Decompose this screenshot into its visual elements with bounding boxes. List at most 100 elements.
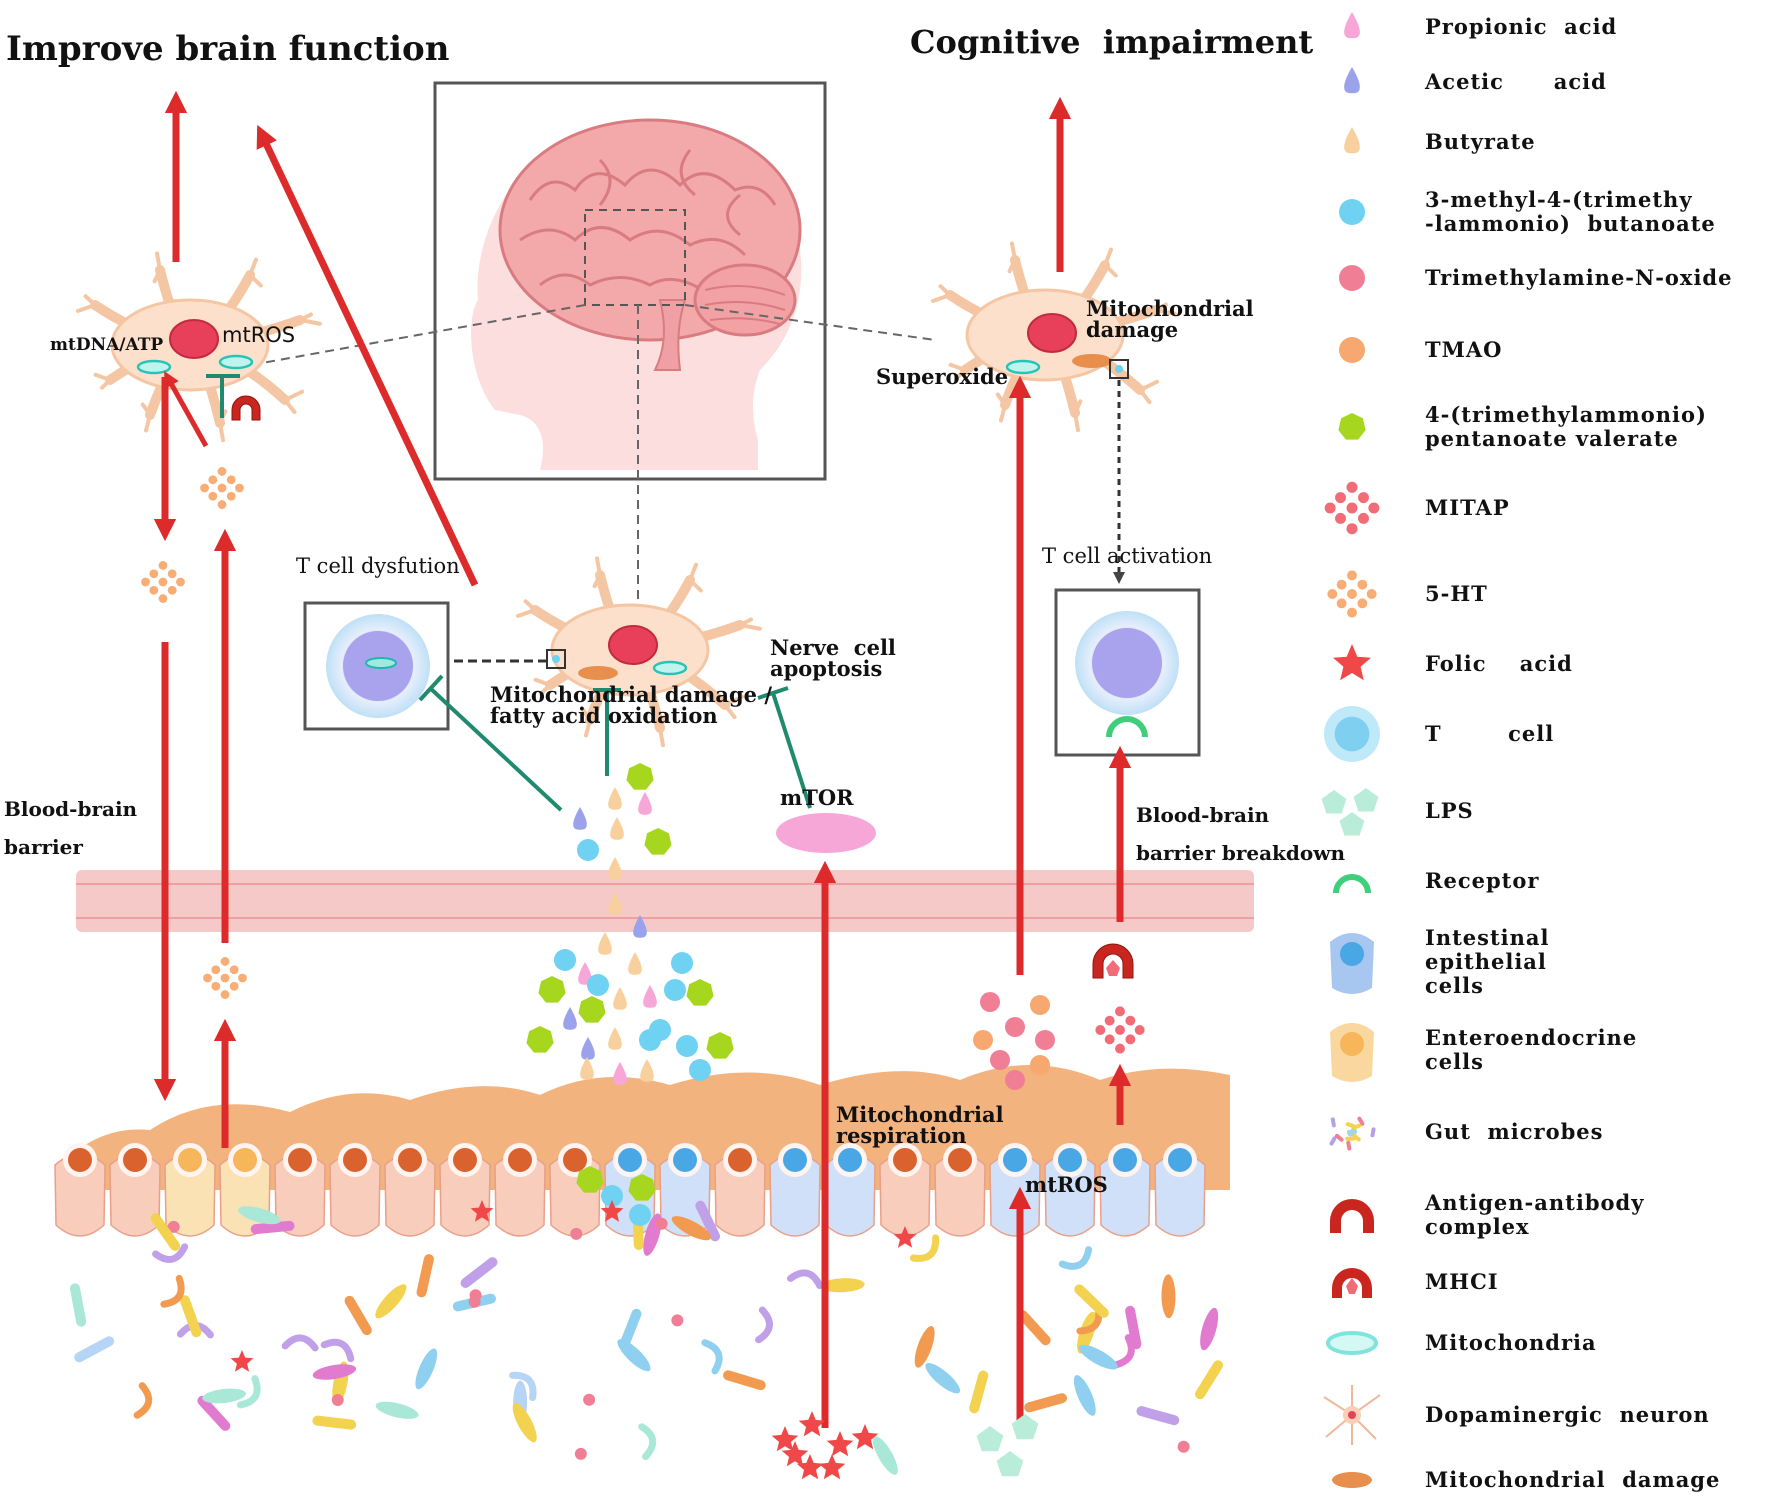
label-mito-respiration: Mitochondrial respiration [836,1102,1004,1148]
oval-bacterium [914,1325,935,1368]
scfa-triangle [580,1057,594,1080]
label-mito-damage-fao: Mitochondrial damage / fatty acid oxidat… [490,682,773,728]
intestinal-epithelial-cell [1154,1143,1206,1237]
orange-cluster-icon [1327,570,1377,618]
legend-icons [1321,12,1381,1488]
intestinal-epithelial-cell [824,1143,876,1237]
curved-bacterium [638,1423,657,1460]
scfa-triangle [628,952,642,975]
rod-bacterium [69,1283,87,1327]
scfa-triangle [598,932,612,955]
oval-bacterium [312,1364,357,1380]
legend-item-20: Dopaminergic neuron [1425,1402,1710,1427]
oval-bacterium [375,1284,407,1319]
epithelial-cell [879,1143,931,1237]
folic-acid-star [851,1424,879,1450]
folic-acid-star [798,1411,826,1437]
red-star-icon [1333,644,1371,681]
brainstem [653,299,687,371]
mitochondria-icon [652,660,688,676]
scfa-triangle [608,787,622,810]
valerate-heptagon [644,828,672,855]
label-t-cell-dysfunction: T cell dysfution [296,554,460,578]
tmao-circle [973,1030,993,1050]
label-mito-damage-right: Mitochondrial damage [1086,296,1254,342]
epithelial-cell [714,1143,766,1237]
scfa-triangle [638,792,652,815]
epithelial-cell [274,1143,326,1237]
rod-bacterium [197,1395,231,1431]
mtor-ellipse [776,813,876,853]
mhci-complex-gut [1092,943,1134,979]
intestinal-epithelial-cell [659,1143,711,1237]
valerate-heptagon [706,1032,734,1059]
dashed-connectors [261,304,936,620]
neuron-apoptosis [515,556,762,748]
legend-item-9: 5-HT [1425,581,1488,606]
legend-item-12: LPS [1425,798,1474,823]
mito-damage-icon [578,666,618,680]
enteroendocrine-cell [219,1143,271,1237]
mitochondria-icon [1005,359,1041,375]
label-bbb-breakdown: Blood-brain barrier breakdown [1136,803,1345,865]
legend-item-11: T cell [1425,721,1555,746]
metabolite-circle [639,1029,661,1051]
valerate-heptagon [538,976,566,1003]
rod-bacterium [460,1257,498,1288]
curved-bacterium [509,1371,537,1402]
oval-bacterium [375,1401,419,1419]
tmao-circle [990,1050,1010,1070]
epithelial-cell [384,1143,436,1237]
mitap-cluster [1095,1006,1145,1054]
mhci-icon [1332,1268,1372,1298]
coccus [331,1393,344,1406]
metabolite-column [526,763,734,1226]
label-mtor: mTOR [780,785,854,810]
blue-triangle-icon [1344,67,1360,94]
curved-bacterium [236,1375,261,1409]
label-mtros-gut: mtROS [1025,1172,1108,1197]
intestinal-epithelial-cell [1044,1143,1096,1237]
oval-bacterium [872,1436,898,1475]
red-arrows [153,90,1132,1428]
mito-damage-icon [1072,354,1112,368]
scfa-triangle [643,985,657,1008]
label-t-cell-activation: T cell activation [1042,544,1213,568]
pink-circle-icon [1339,265,1365,291]
folic-acid-star [470,1200,494,1222]
oval-bacterium [1078,1344,1118,1370]
legend-item-5: Trimethylamine-N-oxide [1425,265,1733,290]
mitochondria-icon [1326,1331,1378,1355]
red-cluster-icon [1324,481,1380,535]
neuron-icon [1323,1385,1381,1445]
valerate-heptagon [686,979,714,1006]
folic-acid-star [893,1226,917,1248]
gut-microbes [69,1200,1224,1475]
valerate-heptagon [578,996,606,1023]
title-cognitive-impairment: Cognitive impairment [910,23,1314,61]
legend-item-21: Mitochondrial damage [1425,1467,1721,1492]
legend-item-10: Folic acid [1425,651,1573,676]
coccus [1177,1440,1190,1453]
oval-bacterium [237,1206,281,1225]
legend-item-4: 3-methyl-4-(trimethy -lammonio) butanoat… [1425,187,1716,236]
rod-bacterium [1024,1393,1067,1413]
valerate-heptagon [626,763,654,790]
coccus [167,1220,180,1233]
rod-bacterium [150,1213,181,1251]
neuron-cognitive-impairment [930,241,1177,433]
valerate-heptagon [576,1166,604,1193]
orange-circle-icon [1339,337,1365,363]
oval-bacterium [1200,1307,1219,1351]
curved-bacterium [133,1382,153,1419]
metabolite-circle [601,1185,623,1207]
legend-item-19: Mitochondria [1425,1330,1597,1355]
label-mtdna-atp: mtDNA/ATP [50,335,164,355]
receptor-icon [1333,874,1371,894]
label-superoxide: Superoxide [876,364,1009,389]
t-cell-dysfunction-box [303,601,450,731]
green-pentagons-icon [1353,788,1379,812]
scfa-triangle [608,1027,622,1050]
curved-bacterium [1112,1334,1135,1369]
